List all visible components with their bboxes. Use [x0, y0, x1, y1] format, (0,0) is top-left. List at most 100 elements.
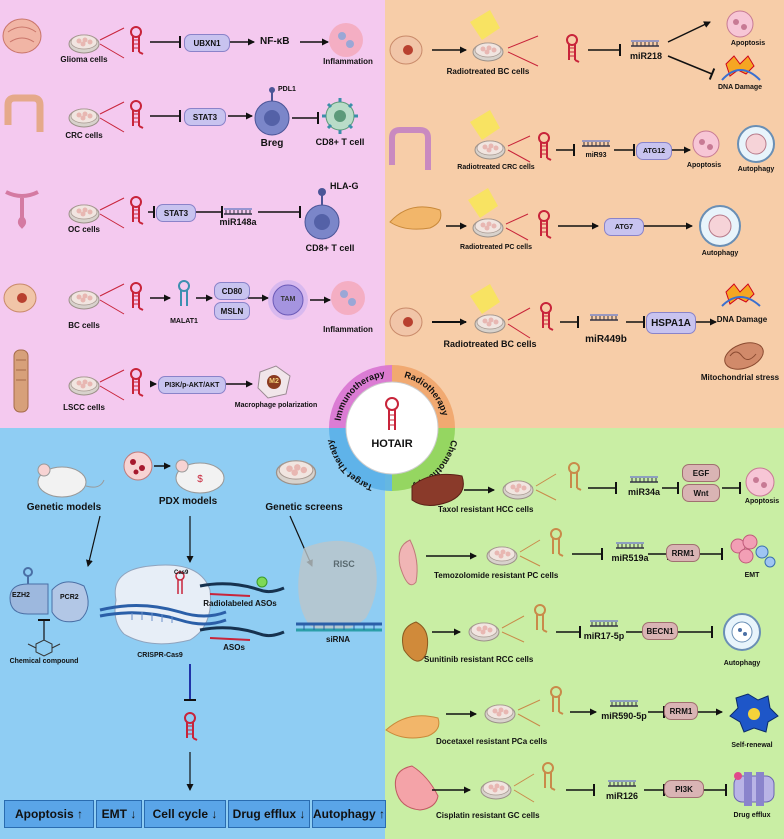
outcome-cell-cycle-label: Cell cycle [152, 807, 209, 821]
rad-row2-cells: Radiotreated CRC cells [457, 164, 535, 171]
chemo-row5-mirna: miR126 [605, 791, 639, 801]
imm-row5-outcome: Macrophage polarization [234, 402, 318, 409]
brain-icon [2, 18, 42, 54]
chemo-row3-cells: Sunitinib resistant RCC cells [424, 655, 534, 664]
imm-row3-hlag: HLA-G [330, 181, 359, 191]
larynx-icon [13, 349, 29, 413]
mouse-icon-genetic [37, 463, 105, 498]
chemo-row4-target: RRM1 [664, 702, 698, 720]
rad-row2-outcome2: Autophagy [737, 166, 775, 173]
breast-tumor-icon [3, 283, 37, 313]
imm-row4-target1: CD80 [214, 282, 250, 300]
pancreas-icon-r3 [389, 206, 442, 230]
aso-icon [199, 626, 285, 641]
rad-row1-outcome2: DNA Damage [717, 84, 763, 91]
outcome-drug-efflux-dir: ↓ [299, 807, 306, 821]
imm-row4-cells: BC cells [68, 321, 100, 330]
model-screens: Genetic screens [265, 502, 343, 513]
tumor-sample-icon [123, 451, 153, 481]
rad-row2-target: ATG12 [636, 142, 672, 160]
imm-row5-m2: M2 [269, 378, 279, 385]
imm-row3-target: STAT3 [156, 204, 196, 222]
chemo-row5-outcome: Drug efflux [733, 812, 771, 819]
ezh2-pcr2-complex [9, 567, 89, 623]
chemo-row3-outcome: Autophagy [723, 660, 761, 667]
breast-icon-r1 [389, 35, 423, 65]
chemo-row4-mirna: miR590-5p [601, 711, 647, 721]
tam-cell-icon [268, 280, 308, 320]
apoptosis-icon-r2 [692, 130, 720, 158]
liver-icon [411, 473, 464, 506]
radiolabeled-aso-icon [199, 576, 285, 597]
outcome-apoptosis-label: Apoptosis [14, 807, 74, 821]
imm-row1-target1: UBXN1 [184, 34, 230, 52]
outcome-apoptosis: Apoptosis ↑ [4, 800, 94, 828]
imm-row4-target2: MSLN [214, 302, 250, 320]
rad-row2-mirna: miR93 [585, 152, 607, 159]
imm-row1-target2: NF-κB [260, 36, 290, 47]
model-pdx: PDX models [158, 496, 218, 507]
imm-row4-lnc: MALAT1 [170, 318, 198, 325]
outcome-autophagy-dir: ↑ [379, 807, 386, 821]
imm-row2-target: STAT3 [184, 108, 226, 126]
hla-g-cell-icon [304, 188, 340, 240]
chemo-row2-outcome: EMT [744, 572, 760, 579]
rad-row3-outcome: Autophagy [701, 250, 739, 257]
chemo-row2-cells: Temozolomide resistant PC cells [434, 571, 559, 580]
chemo-row1-mirna: miR34a [627, 487, 661, 497]
colon-icon [4, 94, 44, 132]
outcome-emt-label: EMT [101, 807, 127, 821]
radiolabeled-aso-label: Radiolabeled ASOs [203, 599, 277, 608]
inflammation-icon [329, 23, 363, 57]
outcome-cell-cycle-dir: ↓ [211, 807, 218, 821]
rad-row3-cells: Radiotreated PC cells [460, 244, 532, 251]
imm-row5-cells: LSCC cells [63, 403, 105, 412]
cd8-t-cell-icon [322, 98, 358, 134]
imm-row1-outcome: Inflammation [323, 57, 373, 66]
imm-row2-cells: CRC cells [65, 131, 103, 140]
ezh2-label: EZH2 [12, 592, 30, 599]
stomach-icon [394, 765, 439, 811]
chemo-row1-cells: Taxol resistant HCC cells [438, 505, 534, 514]
model-genetic: Genetic models [26, 502, 102, 513]
imm-row3-outcome: CD8+ T cell [305, 243, 355, 253]
outcome-drug-efflux-label: Drug efflux [232, 807, 296, 821]
chemo-row1-target2: Wnt [682, 484, 720, 502]
cas9-label: Cas9 [174, 570, 189, 576]
apoptosis-icon-c1 [745, 467, 775, 497]
chemo-row4-outcome: Self-renewal [731, 742, 773, 749]
outcome-drug-efflux: Drug efflux ↓ [228, 800, 310, 828]
breast-icon-r4 [389, 307, 423, 337]
outcome-autophagy-label: Autophagy [313, 807, 376, 821]
chemo-row2-target: RRM1 [666, 544, 700, 562]
outcome-autophagy: Autophagy ↑ [312, 800, 386, 828]
crispr-label: CRISPR-Cas9 [137, 652, 183, 659]
breg-cell-icon [254, 87, 290, 136]
m2-macrophage-icon [257, 365, 291, 399]
dna-damage-icon-r4 [721, 283, 761, 307]
outcome-emt-dir: ↓ [130, 807, 137, 821]
compound-label: Chemical compound [9, 658, 79, 665]
pcr2-label: PCR2 [60, 594, 79, 601]
rad-row4-mirna: miR449b [585, 334, 627, 345]
outcome-apoptosis-dir: ↑ [77, 807, 83, 821]
svg-text:$: $ [197, 474, 203, 485]
rad-row1-cells: Radiotreated BC cells [446, 67, 530, 76]
dna-damage-icon-r1 [721, 55, 761, 81]
rad-row4-outcome1: DNA Damage [716, 315, 768, 324]
rad-row2-outcome1: Apoptosis [686, 162, 722, 169]
hotair-title: HOTAIR [371, 438, 413, 450]
sirna-label: siRNA [325, 635, 351, 644]
hotair-center: Immunotherapy Radiotherapy Chemotherapy … [325, 365, 459, 493]
autophagy-icon-c3 [723, 613, 761, 651]
inflammation-icon-2 [331, 281, 365, 315]
imm-row3-mirna: miR148a [219, 217, 257, 227]
pancreas-icon-c2 [398, 539, 418, 586]
rad-row3-target: ATG7 [604, 218, 644, 236]
mouse-icon-pdx: $ [175, 459, 225, 494]
uterus-icon [5, 190, 39, 229]
autophagy-icon-r2 [737, 125, 775, 163]
autophagy-icon-r3 [699, 205, 741, 247]
crispr-cas9-icon [99, 564, 227, 645]
